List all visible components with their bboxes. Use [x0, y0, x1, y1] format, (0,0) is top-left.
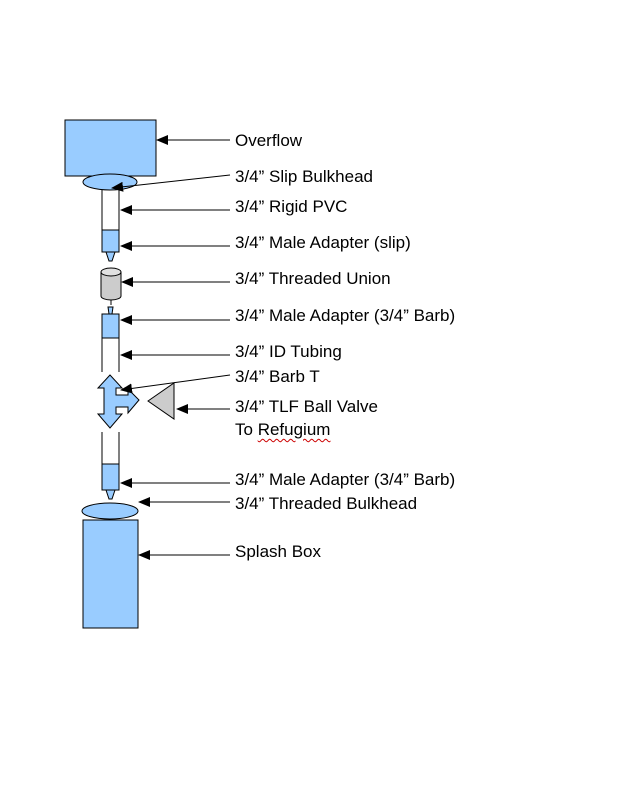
- label-rigid-pvc: 3/4” Rigid PVC: [235, 197, 348, 216]
- overflow-box: [64, 119, 157, 177]
- label-male-adapter-barb-2: 3/4” Male Adapter (3/4” Barb): [235, 470, 456, 489]
- pipe-lines: [101, 190, 120, 464]
- label-splash-box: Splash Box: [235, 542, 321, 561]
- label-male-adapter-slip: 3/4” Male Adapter (slip): [235, 233, 411, 252]
- label-to-refugium-word: Refugium: [257, 420, 331, 439]
- tlf-ball-valve-shape: [147, 382, 175, 420]
- threaded-union-shape: [100, 267, 122, 305]
- label-slip-bulkhead: 3/4” Slip Bulkhead: [235, 167, 373, 186]
- male-adapter-barb-1-shape: [101, 306, 120, 339]
- splash-box: [82, 519, 139, 629]
- leader-arrows: [111, 135, 231, 560]
- threaded-bulkhead-shape: [81, 502, 139, 520]
- male-adapter-barb-2-shape: [101, 463, 120, 500]
- label-threaded-union: 3/4” Threaded Union: [235, 269, 391, 288]
- slip-bulkhead-shape: [82, 173, 138, 191]
- arrow-barb-t: [120, 374, 231, 394]
- label-tlf-ball-valve: 3/4” TLF Ball Valve: [235, 397, 378, 416]
- label-id-tubing: 3/4” ID Tubing: [235, 342, 342, 361]
- label-overflow: Overflow: [235, 131, 303, 150]
- arrow-slip-bulkhead: [111, 174, 231, 192]
- label-threaded-bulkhead: 3/4” Threaded Bulkhead: [235, 494, 418, 513]
- label-to-refugium: To Refugium: [235, 420, 330, 440]
- male-adapter-slip-shape: [101, 229, 120, 262]
- barb-t-shape: [96, 374, 140, 429]
- label-male-adapter-barb-1: 3/4” Male Adapter (3/4” Barb): [235, 306, 456, 325]
- label-barb-t: 3/4” Barb T: [235, 367, 320, 386]
- label-to-refugium-prefix: To: [235, 420, 258, 439]
